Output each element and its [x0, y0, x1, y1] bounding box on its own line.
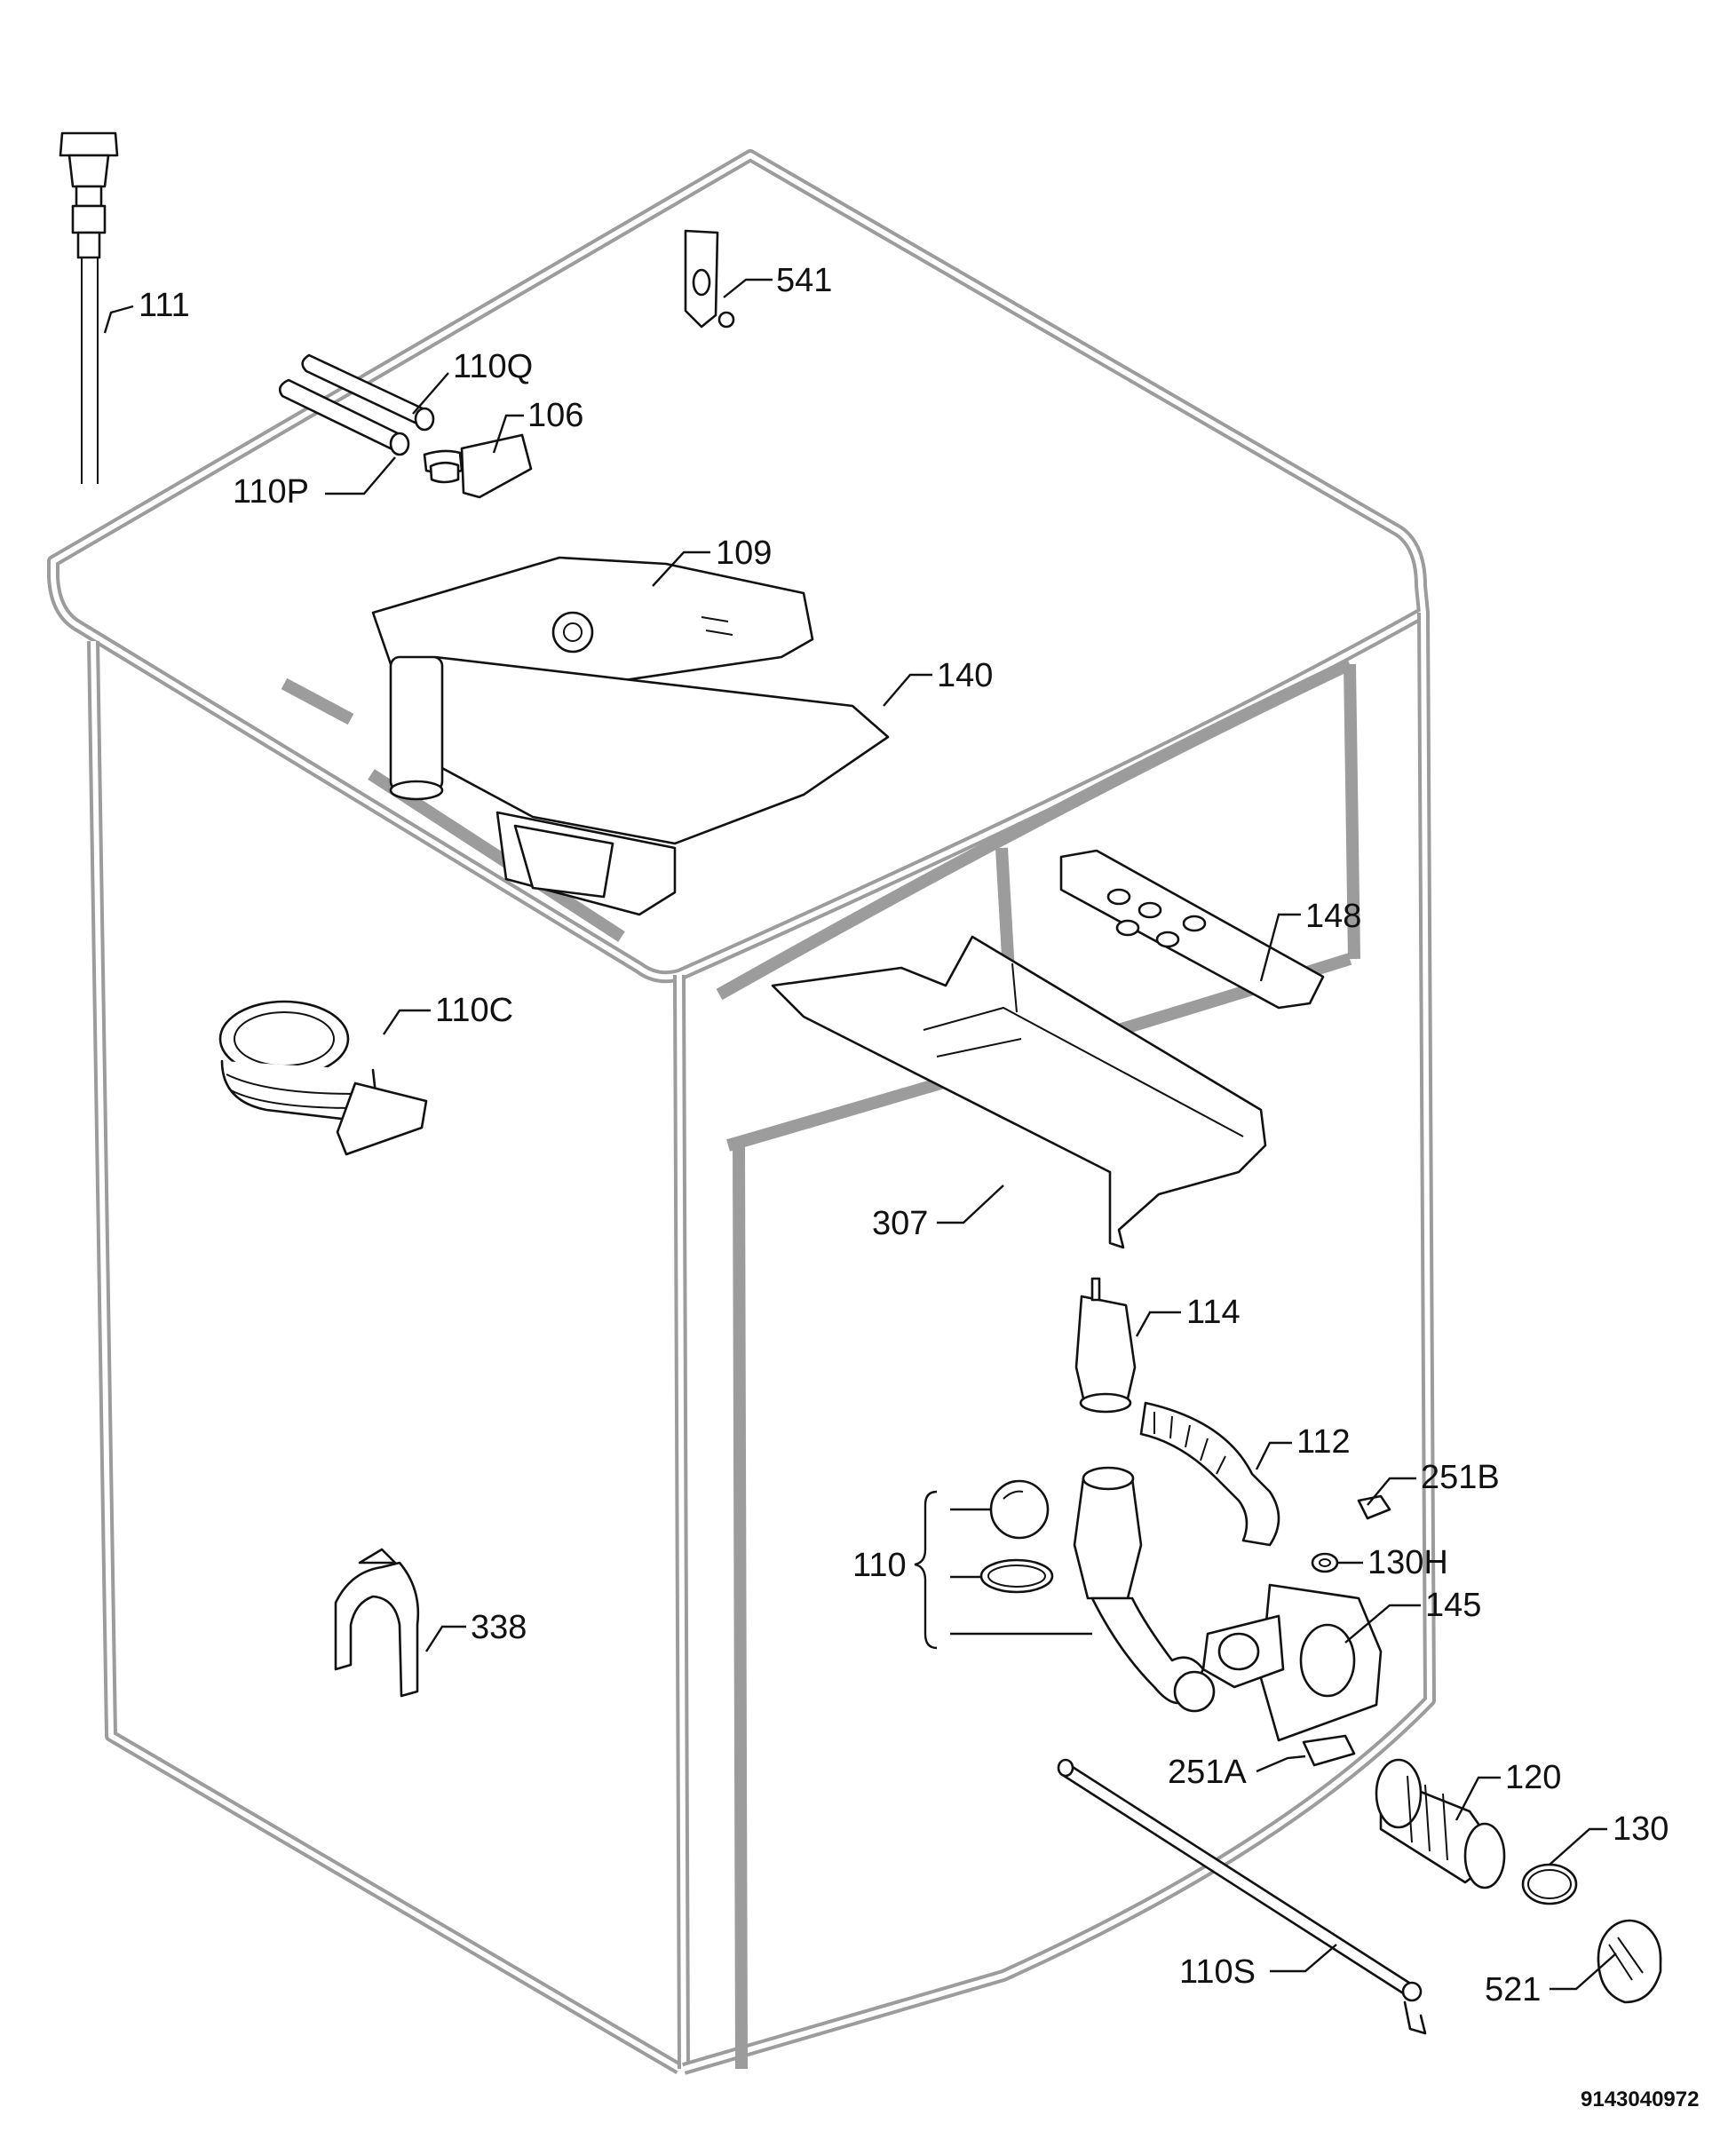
label-541: 541 — [776, 262, 832, 299]
label-110s: 110S — [1179, 1953, 1256, 1991]
part-521-filter-cap — [1597, 1919, 1662, 2004]
part-labels: 111 110Q 106 110P 541 109 140 148 110C 3… — [139, 262, 1699, 2111]
part-110q-tube — [301, 353, 435, 432]
label-148: 148 — [1305, 898, 1361, 935]
part-112-drain-hose — [1139, 1401, 1280, 1547]
diagram-code: 9143040972 — [1581, 2087, 1699, 2111]
label-110q: 110Q — [453, 348, 533, 385]
part-130h-grommet — [1311, 1552, 1339, 1573]
part-120-filter — [1375, 1758, 1506, 1889]
label-130h: 130H — [1367, 1544, 1448, 1581]
label-110p: 110P — [233, 473, 309, 511]
part-106-clip — [423, 433, 533, 499]
label-251a: 251A — [1168, 1754, 1247, 1791]
label-106: 106 — [527, 397, 583, 434]
label-110c: 110C — [435, 992, 513, 1029]
part-140-dispenser-housing — [389, 655, 890, 916]
part-130-o-ring — [1521, 1863, 1578, 1905]
label-145: 145 — [1425, 1587, 1481, 1624]
label-109: 109 — [716, 535, 772, 572]
part-145-pump-housing — [1201, 1583, 1383, 1742]
part-251b-clip — [1357, 1494, 1391, 1520]
part-114-pressure-chamber — [1074, 1277, 1137, 1414]
part-541-bracket — [684, 229, 735, 329]
part-307-detergent-drawer — [771, 935, 1267, 1249]
cabinet-outline — [47, 149, 1436, 2075]
part-110p-tube — [278, 378, 410, 456]
part-110s-rod — [1057, 1758, 1427, 2035]
part-111-inlet-hose — [59, 131, 119, 484]
part-110c-bellows — [218, 1000, 428, 1156]
label-521: 521 — [1485, 1971, 1541, 2008]
label-130: 130 — [1613, 1810, 1669, 1848]
label-114: 114 — [1186, 1294, 1241, 1331]
label-120: 120 — [1505, 1759, 1561, 1796]
label-338: 338 — [471, 1609, 527, 1646]
part-338-hose-guide — [334, 1548, 420, 1698]
label-110: 110 — [852, 1547, 907, 1584]
label-111: 111 — [139, 287, 190, 324]
part-251a-clip — [1302, 1734, 1356, 1767]
label-307: 307 — [872, 1205, 928, 1242]
label-251b: 251B — [1421, 1459, 1500, 1496]
part-148-cover — [1059, 849, 1325, 1010]
label-112: 112 — [1296, 1423, 1351, 1461]
label-140: 140 — [937, 657, 993, 694]
leader-lines — [103, 278, 1617, 1991]
part-110-drain-pump-group — [979, 1466, 1216, 1713]
